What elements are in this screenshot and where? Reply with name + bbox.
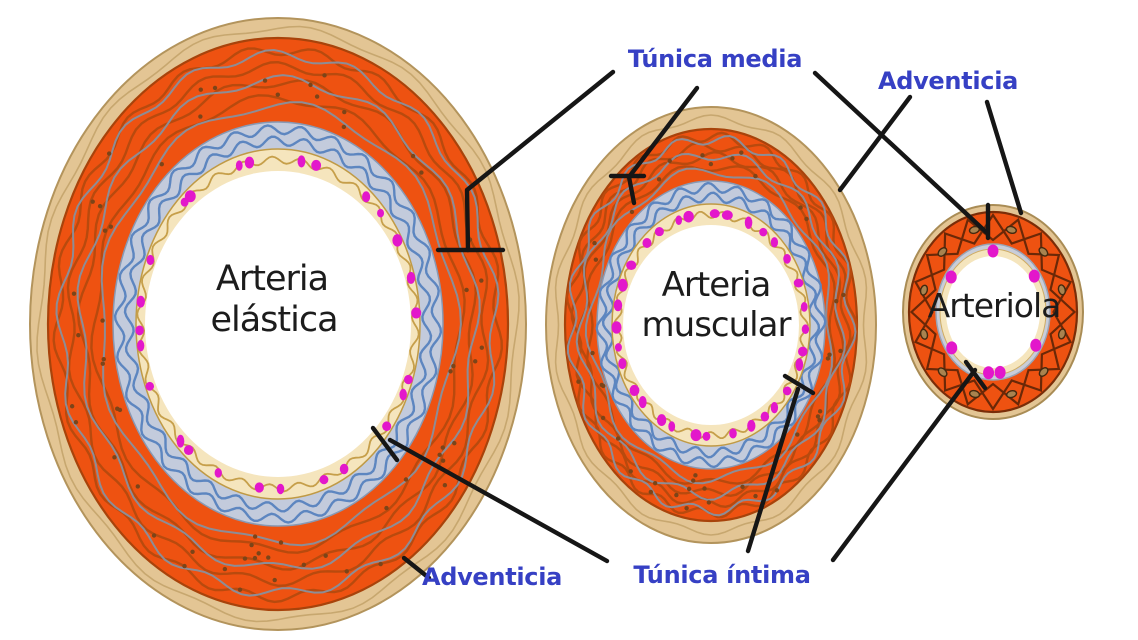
label-tunica-intima: Túnica íntima — [633, 561, 810, 589]
tick-tunica-intima-arteria-muscular — [782, 373, 816, 396]
label-adventicia-top: Adventicia — [878, 67, 1018, 95]
vessel-name-arteria-muscular-line2: muscular — [642, 305, 792, 345]
leader-tunica-intima-to-arteriola — [830, 367, 978, 563]
leader-tunica-media-to-arteria-elastica — [464, 69, 616, 253]
label-adventicia-bottom: Adventicia — [422, 563, 562, 591]
leader-tunica-media-to-arteriola — [812, 70, 989, 235]
vessel-illustrations — [29, 17, 1084, 631]
arteria-elastica-illustration — [29, 17, 527, 631]
arteria-muscular-lumen — [623, 225, 799, 425]
vessel-name-arteriola: Arteriola — [928, 286, 1061, 325]
vessel-name-arteria-elastica-line1: Arteria — [216, 259, 328, 299]
arteriola-lumen — [946, 256, 1040, 368]
leader-adventicia-to-arteria-elastica — [401, 555, 432, 581]
label-tunica-media: Túnica media — [628, 45, 802, 73]
arteria-muscular-illustration — [545, 106, 877, 544]
tick-tunica-intima-arteriola — [963, 359, 988, 391]
leader-tunica-intima-to-arteria-muscular — [745, 386, 801, 554]
arteria-elastica-lumen — [145, 171, 411, 477]
tick-tunica-intima-arteria-elastica — [370, 425, 400, 463]
leader-tunica-intima-to-arteria-elastica — [387, 437, 610, 564]
arteriola-illustration — [902, 204, 1084, 420]
vessel-name-arteria-elastica-line2: elástica — [210, 300, 337, 340]
leader-adventicia-to-arteria-muscular — [837, 94, 913, 193]
vessel-name-arteria-muscular-line1: Arteria — [662, 265, 771, 305]
leader-adventicia-to-arteriola — [984, 99, 1024, 216]
